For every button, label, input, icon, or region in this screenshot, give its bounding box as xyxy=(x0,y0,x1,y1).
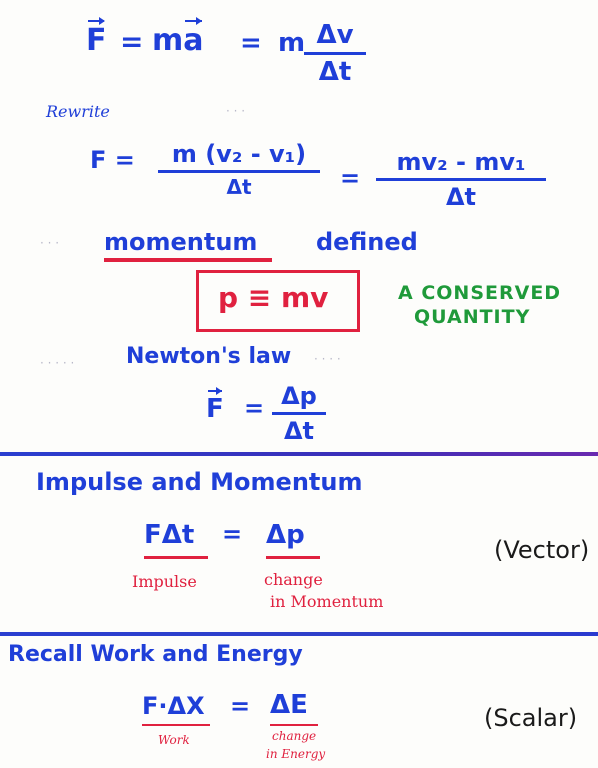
eq2-lhs: F = xyxy=(90,146,135,174)
eq1-equals: = xyxy=(120,25,144,58)
faint-dots-2: · · · xyxy=(40,236,60,250)
eq3-lhs: F xyxy=(206,387,224,424)
eq1-equals2: = xyxy=(240,28,262,58)
faint-dots-1: · · · xyxy=(226,104,246,118)
eq1-ma: ma xyxy=(152,17,204,58)
momentum-word: momentum xyxy=(104,228,258,256)
conserved-line-2: QUANTITY xyxy=(414,306,531,328)
eq1-m2: m xyxy=(278,28,306,58)
eq2-equals: = xyxy=(340,164,361,192)
eq5-lhs: F·ΔX xyxy=(142,692,205,720)
divider-2 xyxy=(0,632,598,636)
eq3-equals: = xyxy=(244,394,265,422)
divider-1 xyxy=(0,452,598,456)
change-label-2: in Momentum xyxy=(270,592,384,611)
vector-label: (Vector) xyxy=(494,536,590,564)
eq1-lhs: F xyxy=(86,17,107,58)
defined-word: defined xyxy=(316,228,418,256)
newtons-law: Newton's law xyxy=(126,344,292,369)
energy-label-1: change xyxy=(272,729,317,743)
eq2-fraction2: mv₂ - mv₁ Δt xyxy=(376,150,546,209)
eq4-rhs: Δp xyxy=(266,520,305,550)
definition-box xyxy=(196,270,360,332)
faint-dots-4: · · · · xyxy=(314,352,341,366)
change-label-1: change xyxy=(264,570,323,589)
conserved-line-1: A CONSERVED xyxy=(398,282,562,304)
energy-underline xyxy=(270,724,318,726)
faint-dots-3: · · · · · xyxy=(40,356,75,370)
eq3-fraction: Δp Δt xyxy=(272,384,326,443)
rewrite-label: Rewrite xyxy=(46,102,110,121)
eq1-fraction: Δv Δt xyxy=(304,22,366,85)
eq4-equals: = xyxy=(222,520,243,548)
work-underline xyxy=(142,724,210,726)
impulse-label: Impulse xyxy=(132,572,197,591)
scalar-label: (Scalar) xyxy=(484,704,578,732)
eq5-rhs: ΔE xyxy=(270,690,308,720)
work-label: Work xyxy=(158,733,190,747)
boxed-equation: p ≡ mv xyxy=(218,281,329,314)
momentum-underline xyxy=(104,258,272,262)
eq4-lhs: FΔt xyxy=(144,520,195,550)
section-work-title: Recall Work and Energy xyxy=(8,642,303,667)
eq2-fraction1: m (v₂ - v₁) Δt xyxy=(158,142,320,197)
section-impulse-title: Impulse and Momentum xyxy=(36,468,363,496)
energy-label-2: in Energy xyxy=(266,747,326,761)
eq5-equals: = xyxy=(230,692,251,720)
change-underline xyxy=(266,556,320,559)
impulse-underline xyxy=(144,556,208,559)
